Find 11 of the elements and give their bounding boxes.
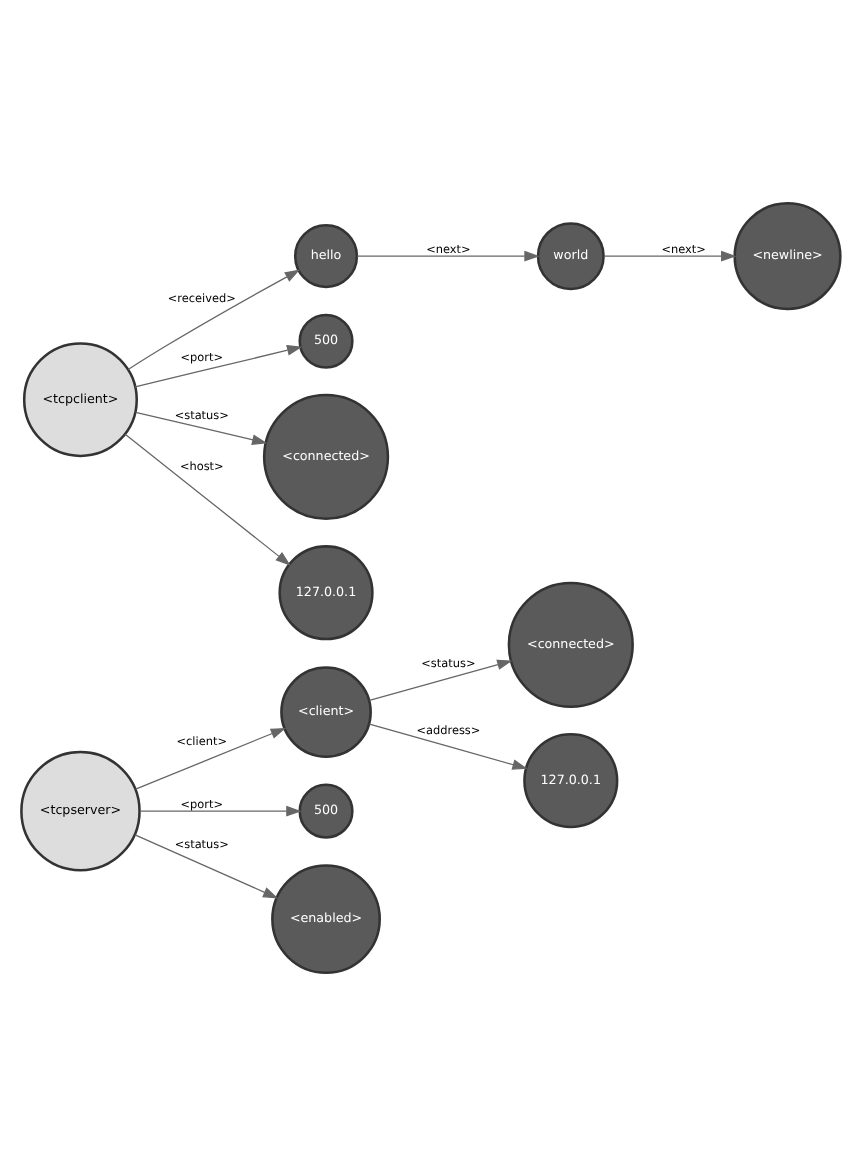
arrow (135, 726, 286, 789)
arrow (368, 658, 513, 700)
arrow (134, 344, 303, 387)
arrow (368, 722, 528, 769)
arrow (356, 249, 540, 261)
arrow (124, 432, 291, 565)
arrow (603, 249, 737, 261)
arrow (135, 410, 268, 444)
arrow (134, 833, 279, 898)
arrow (139, 804, 302, 816)
arrow (127, 268, 301, 370)
